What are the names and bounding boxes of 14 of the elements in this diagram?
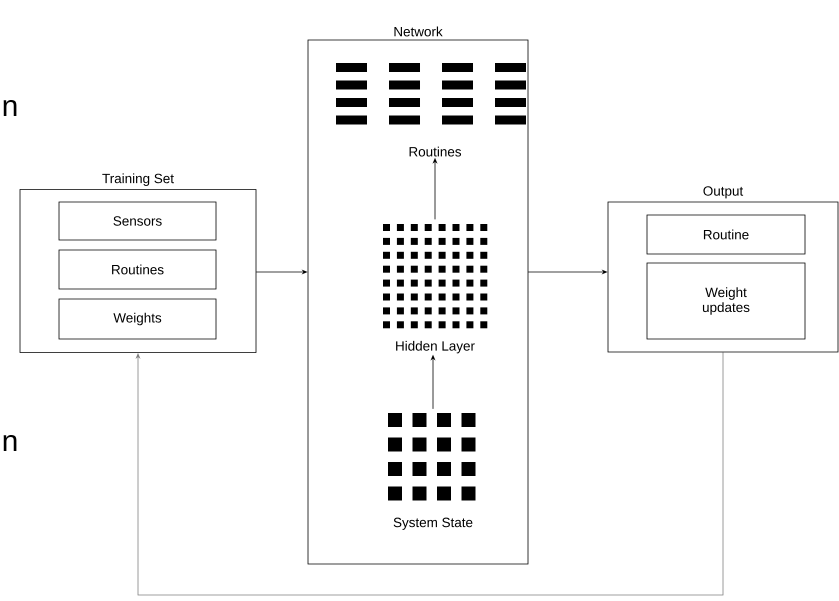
- node-label: Training Set: [102, 173, 174, 186]
- layer-label: Routines: [410, 146, 462, 157]
- text-fragment: n: [4, 434, 16, 452]
- node-label: Output: [703, 186, 744, 198]
- text-fragment: n: [4, 100, 16, 116]
- layer-label: Hidden Layer: [396, 340, 475, 354]
- item-box: Routines: [58, 250, 216, 290]
- arrow: [135, 352, 724, 596]
- item-box: Weights: [58, 298, 216, 340]
- node-label: Network: [394, 26, 443, 36]
- layer-label: System State: [394, 518, 472, 530]
- item-box: Routine: [646, 214, 806, 254]
- item-box: Sensors: [58, 202, 216, 240]
- item-box: Weight updates: [646, 262, 806, 340]
